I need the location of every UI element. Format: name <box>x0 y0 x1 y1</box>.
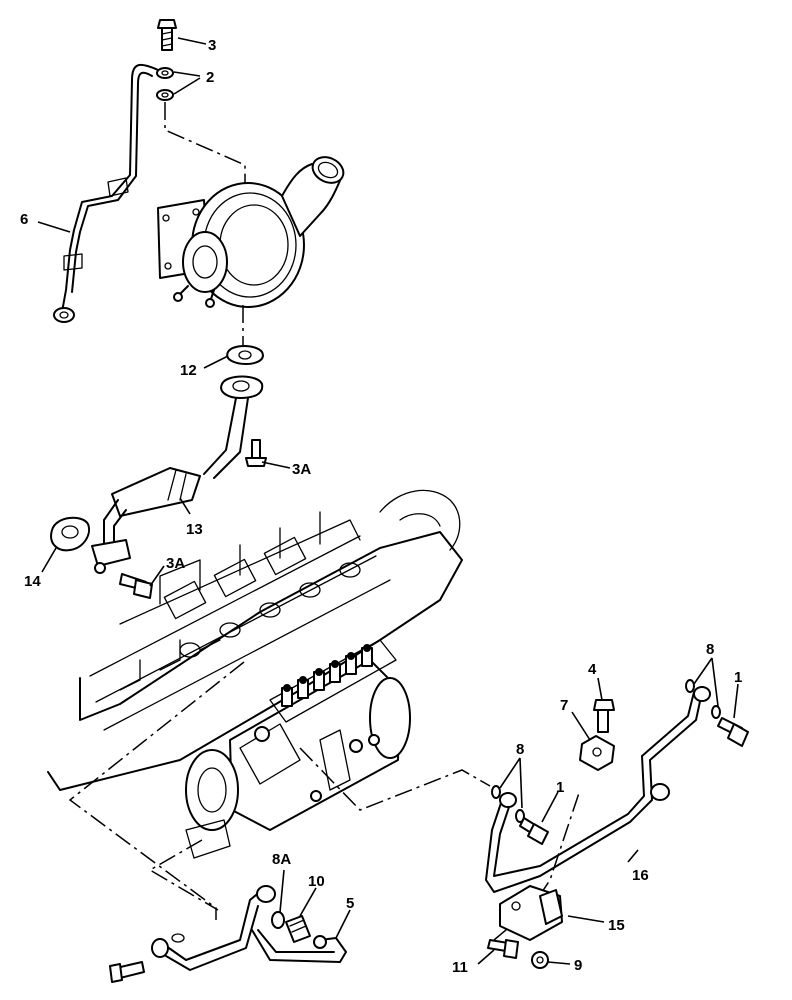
gasket-14 <box>50 516 90 552</box>
engine-block <box>47 489 463 791</box>
callout-1-top: 1 <box>734 669 742 686</box>
callout-3: 3 <box>208 37 216 54</box>
fuel-pipe-5 <box>151 885 347 971</box>
nut-9 <box>531 951 549 969</box>
callout-7: 7 <box>560 697 568 714</box>
clamp-7 <box>579 735 615 771</box>
fitting-10 <box>285 915 311 943</box>
bolt-4 <box>593 699 615 733</box>
callout-13: 13 <box>186 521 203 538</box>
callout-9: 9 <box>574 957 582 974</box>
bolt-1-mid <box>519 817 549 845</box>
callout-3a-upper: 3A <box>292 461 311 478</box>
turbocharger <box>157 156 345 308</box>
sealing-washers-2 <box>156 67 174 101</box>
callout-8a: 8A <box>272 851 291 868</box>
callout-16: 16 <box>632 867 649 884</box>
gasket-12 <box>226 345 264 365</box>
callout-11: 11 <box>452 959 468 976</box>
callout-12: 12 <box>180 362 197 379</box>
bracket-15 <box>499 885 563 941</box>
washers-8-top <box>685 679 721 719</box>
callout-5: 5 <box>346 895 354 912</box>
callout-8-top: 8 <box>706 641 714 658</box>
fuel-injection-pump <box>185 639 411 859</box>
delivery-valves <box>281 644 373 707</box>
banjo-bolt-3 <box>157 19 177 51</box>
washer-8a <box>271 911 285 929</box>
callout-1-mid: 1 <box>556 779 564 796</box>
callout-4: 4 <box>588 661 597 678</box>
callout-2: 2 <box>206 69 214 86</box>
bolt-11 <box>487 939 519 959</box>
bolt-3a-lower <box>119 573 153 599</box>
callout-14: 14 <box>24 573 41 590</box>
leader-lines <box>37 37 739 965</box>
bolt-1-top <box>717 717 749 747</box>
callout-8-mid: 8 <box>516 741 524 758</box>
callout-15: 15 <box>608 917 625 934</box>
bolt-3a-upper <box>245 439 267 467</box>
oil-supply-pipe-6 <box>53 63 159 323</box>
callout-3a-lower: 3A <box>166 555 185 572</box>
washers-8-mid <box>491 785 525 823</box>
callout-6: 6 <box>20 211 28 228</box>
bolt-lower-left <box>109 961 145 983</box>
callout-10: 10 <box>308 873 325 890</box>
fuel-pipe-16 <box>485 686 711 893</box>
oil-return-pipe-13 <box>91 375 264 574</box>
